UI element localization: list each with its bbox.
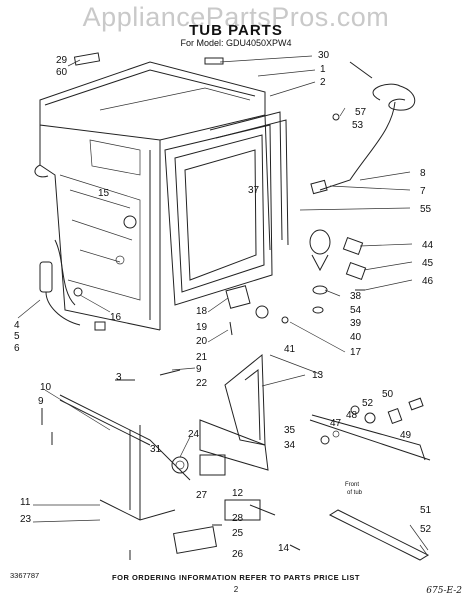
callout-12: 12 xyxy=(232,488,244,499)
callout-38: 38 xyxy=(350,291,362,302)
callout-19: 19 xyxy=(196,322,208,333)
callout-22: 22 xyxy=(196,378,208,389)
callout-39: 39 xyxy=(350,318,362,329)
callout-7: 7 xyxy=(420,186,426,197)
lower-frame xyxy=(41,353,431,561)
callout-52-lower: 52 xyxy=(420,524,432,535)
callout-16: 16 xyxy=(110,312,122,323)
callout-54: 54 xyxy=(350,305,362,316)
callout-15: 15 xyxy=(98,188,110,199)
callout-14: 14 xyxy=(278,543,290,554)
callout-26: 26 xyxy=(232,549,244,560)
callout-28: 28 xyxy=(232,513,244,524)
callout-46: 46 xyxy=(422,276,434,287)
callout-34: 34 xyxy=(284,440,296,451)
callout-40: 40 xyxy=(350,332,362,343)
callout-45: 45 xyxy=(422,258,434,269)
callout-8: 8 xyxy=(420,168,426,179)
leader-lines xyxy=(17,55,429,557)
front-of-tub-note-line1: Front xyxy=(345,482,359,488)
callout-25: 25 xyxy=(232,528,244,539)
callout-5: 5 xyxy=(14,331,20,342)
callout-3: 3 xyxy=(116,372,122,383)
callout-31: 31 xyxy=(150,444,162,455)
front-of-tub-note-line2: of tub xyxy=(347,490,363,496)
callout-13: 13 xyxy=(312,370,324,381)
callout-53: 53 xyxy=(352,120,364,131)
callout-52-upper: 52 xyxy=(362,398,374,409)
callout-60: 60 xyxy=(56,67,68,78)
callout-49: 49 xyxy=(400,430,412,441)
callout-4: 4 xyxy=(14,320,20,331)
callout-47: 47 xyxy=(330,418,342,429)
callout-41: 41 xyxy=(284,344,296,355)
callout-9-lower: 9 xyxy=(38,396,44,407)
model-number: For Model: GDU4050XPW4 xyxy=(180,38,292,48)
callout-11: 11 xyxy=(20,497,31,508)
callout-1: 1 xyxy=(320,64,326,75)
callout-50: 50 xyxy=(382,389,394,400)
drain-parts xyxy=(225,285,269,336)
tub-assembly xyxy=(34,61,289,331)
callout-27: 27 xyxy=(196,490,208,501)
callout-18: 18 xyxy=(196,306,208,317)
callout-21: 21 xyxy=(196,352,208,363)
callout-44: 44 xyxy=(422,240,434,251)
page-title: TUB PARTS xyxy=(189,22,283,39)
callout-6: 6 xyxy=(14,343,20,354)
hose-assembly xyxy=(310,61,416,195)
page-number: 2 xyxy=(233,585,239,594)
callout-labels: 29 60 30 1 2 57 53 8 7 55 37 15 44 45 46… xyxy=(14,50,434,560)
watermark: AppliancePartsPros.com xyxy=(82,2,390,32)
callout-2: 2 xyxy=(320,77,326,88)
callout-29: 29 xyxy=(56,55,68,66)
callout-24: 24 xyxy=(188,429,200,440)
callout-10: 10 xyxy=(40,382,52,393)
float-switch-parts xyxy=(281,229,367,324)
callout-35: 35 xyxy=(284,425,296,436)
callout-17: 17 xyxy=(350,347,362,358)
callout-57: 57 xyxy=(355,107,367,118)
callout-20: 20 xyxy=(196,336,208,347)
left-parts xyxy=(39,52,224,331)
callout-55: 55 xyxy=(420,204,432,215)
callout-23: 23 xyxy=(20,514,32,525)
handwritten-note: 675-E-2 xyxy=(426,586,462,596)
callout-9-upper: 9 xyxy=(196,364,202,375)
callout-48: 48 xyxy=(346,410,358,421)
callout-51: 51 xyxy=(420,505,432,516)
callout-30: 30 xyxy=(318,50,330,61)
ordering-note: FOR ORDERING INFORMATION REFER TO PARTS … xyxy=(112,573,360,582)
callout-37: 37 xyxy=(248,185,260,196)
part-code: 3367787 xyxy=(10,571,40,580)
